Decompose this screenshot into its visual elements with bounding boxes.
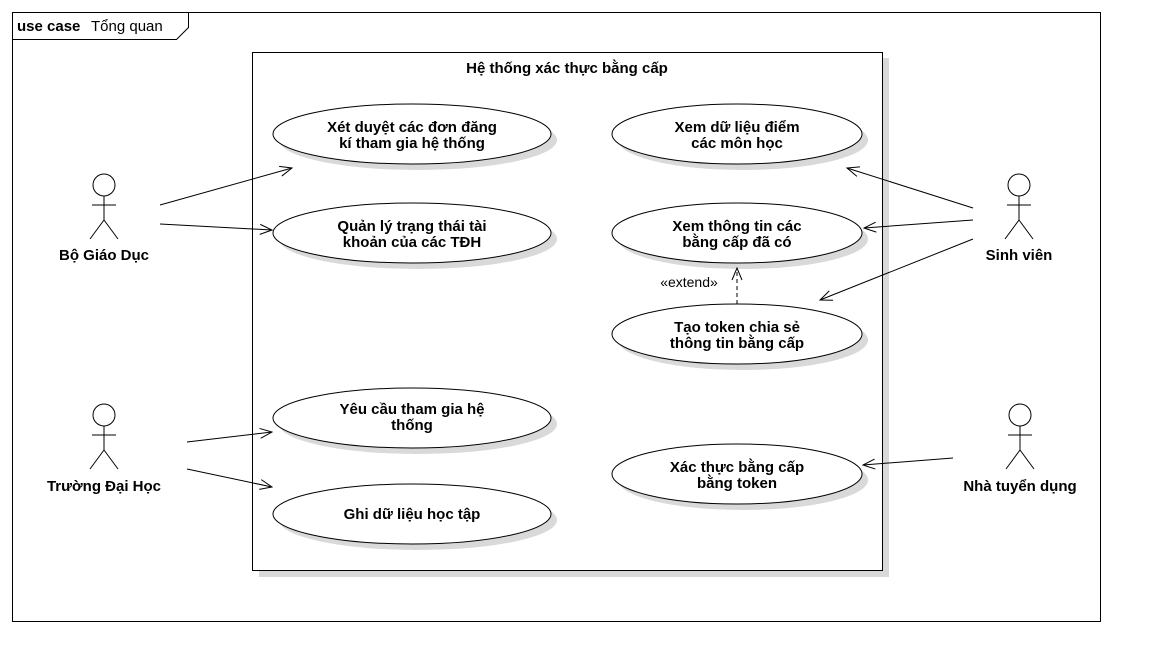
actor-nha-tuyen-dung[interactable]: Nhà tuyển dụng bbox=[963, 403, 1077, 495]
use-case-approve-registrations[interactable]: Xét duyệt các đơn đăng kí tham gia hệ th… bbox=[272, 103, 557, 170]
use-case-label: các môn học bbox=[691, 135, 783, 152]
actor-label: Nhà tuyển dụng bbox=[963, 478, 1076, 495]
stick-figure-icon bbox=[1005, 403, 1035, 470]
association-tdh-record bbox=[186, 468, 272, 487]
association-bgd-approve bbox=[159, 168, 292, 206]
association-sv-token bbox=[820, 238, 974, 300]
use-case-label: Quản lý trạng thái tài bbox=[337, 218, 486, 235]
actor-bo-giao-duc[interactable]: Bộ Giáo Dục bbox=[59, 173, 149, 264]
actor-truong-dai-hoc[interactable]: Trường Đại Học bbox=[47, 403, 161, 495]
use-case-label: Xác thực bằng cấp bbox=[670, 458, 804, 476]
use-case-record-study-data[interactable]: Ghi dữ liệu học tập bbox=[272, 483, 557, 550]
stick-figure-icon bbox=[89, 173, 119, 240]
actor-label: Trường Đại Học bbox=[47, 478, 161, 495]
frame-name: Tổng quan bbox=[91, 18, 163, 35]
use-case-label: Xem thông tin các bbox=[672, 218, 801, 235]
use-case-label: thông tin bằng cấp bbox=[670, 334, 804, 352]
association-sv-degrees bbox=[864, 219, 974, 228]
association-ntd-verify bbox=[863, 457, 954, 465]
use-case-label: thống bbox=[391, 417, 433, 434]
use-case-label: Tạo token chia sẻ bbox=[674, 319, 800, 336]
association-sv-grades bbox=[847, 168, 974, 209]
stick-figure-icon bbox=[89, 403, 119, 470]
frame-tab bbox=[12, 12, 189, 40]
stick-figure-icon bbox=[1004, 173, 1034, 240]
extend-label: «extend» bbox=[660, 274, 718, 290]
frame-keyword: use case bbox=[17, 18, 80, 35]
extend-relation: «extend» bbox=[660, 268, 737, 304]
use-case-label: Xét duyệt các đơn đăng bbox=[327, 119, 497, 136]
use-case-label: Ghi dữ liệu học tập bbox=[344, 506, 481, 523]
use-case-request-join[interactable]: Yêu cầu tham gia hệ thống bbox=[272, 387, 557, 454]
association-tdh-request bbox=[186, 432, 272, 443]
use-case-verify-degree-by-token[interactable]: Xác thực bằng cấp bằng token bbox=[611, 443, 868, 510]
use-case-label: khoản của các TĐH bbox=[343, 234, 481, 251]
actor-label: Bộ Giáo Dục bbox=[59, 247, 149, 264]
actor-label: Sinh viên bbox=[986, 247, 1053, 264]
associations bbox=[159, 168, 974, 487]
use-case-label: bằng cấp đã có bbox=[682, 233, 791, 251]
actor-sinh-vien[interactable]: Sinh viên bbox=[986, 173, 1053, 264]
use-case-label: bằng token bbox=[697, 474, 777, 492]
system-title: Hệ thống xác thực bằng cấp bbox=[466, 59, 668, 77]
use-case-manage-account-status[interactable]: Quản lý trạng thái tài khoản của các TĐH bbox=[272, 202, 557, 269]
use-case-label: Xem dữ liệu điểm bbox=[674, 119, 799, 136]
association-bgd-manage bbox=[159, 223, 272, 230]
use-case-view-grades[interactable]: Xem dữ liệu điểm các môn học bbox=[611, 103, 868, 170]
use-case-create-share-token[interactable]: Tạo token chia sẻ thông tin bằng cấp bbox=[611, 303, 868, 370]
use-case-label: kí tham gia hệ thống bbox=[339, 135, 485, 152]
use-case-label: Yêu cầu tham gia hệ bbox=[339, 401, 484, 418]
use-case-view-degrees[interactable]: Xem thông tin các bằng cấp đã có bbox=[611, 202, 868, 269]
